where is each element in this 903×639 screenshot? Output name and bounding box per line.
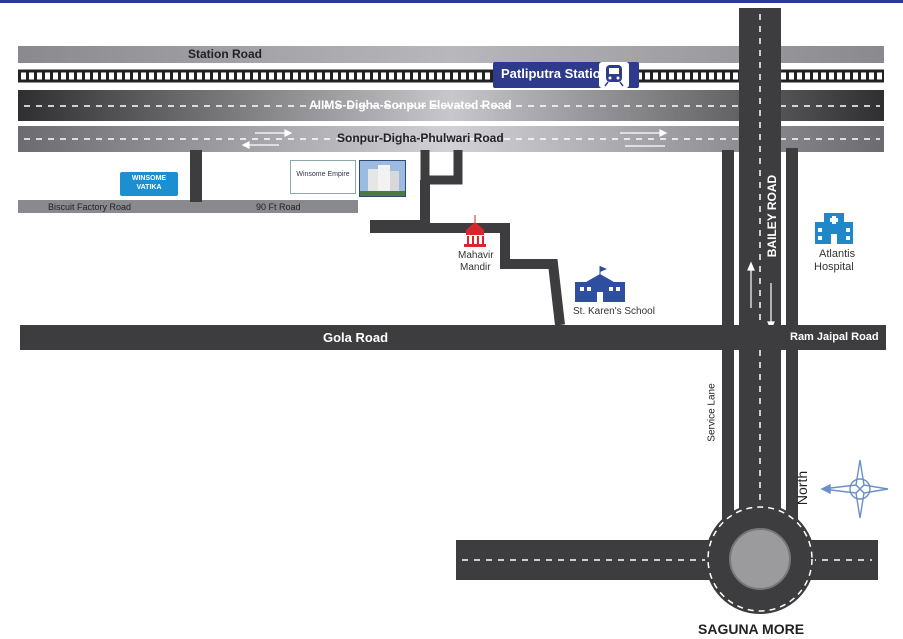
top-border [0, 0, 903, 3]
elevated-road-label: AIIMS-Digha-Sonpur Elevated Road [309, 98, 512, 112]
station-road-label: Station Road [188, 47, 262, 61]
atlantis-hospital-label-2: Hospital [814, 261, 854, 273]
winsome-vatika-line1: WINSOME [131, 175, 167, 182]
gola-road [20, 325, 886, 350]
saguna-more-label: SAGUNA MORE [698, 621, 805, 637]
hospital-icon [815, 213, 853, 244]
patliputra-station-label: Patliputra Station [501, 66, 609, 81]
mandir-lane [370, 180, 565, 326]
vatika-connector [190, 150, 202, 202]
inner-lane [420, 150, 463, 185]
bailey-road-label: BAILEY ROAD [765, 174, 779, 258]
winsome-empire-building-image [359, 160, 406, 197]
school-icon [575, 266, 625, 302]
winsome-empire-label: Winsome Empire [296, 171, 350, 178]
traffic-arrow-icon [241, 129, 668, 149]
temple-icon [464, 215, 486, 247]
st-karens-school-label: St. Karen's School [573, 306, 655, 317]
train-icon [599, 62, 629, 88]
station-road [18, 46, 884, 63]
ninety-ft-road-label: 90 Ft Road [256, 202, 301, 212]
roundabout-island [729, 528, 791, 590]
biscuit-factory-road [18, 200, 358, 213]
winsome-vatika-line2: VATIKA [136, 184, 162, 191]
mahavir-mandir-label-2: Mandir [460, 262, 491, 273]
biscuit-factory-road-label: Biscuit Factory Road [48, 202, 132, 212]
gola-road-label: Gola Road [323, 330, 389, 345]
ram-jaipal-road-label: Ram Jaipal Road [790, 331, 879, 343]
mahavir-mandir-label-1: Mahavir [458, 250, 494, 261]
phulwari-road-label: Sonpur-Digha-Phulwari Road [337, 131, 504, 145]
compass-icon [820, 459, 889, 519]
service-lane-label: Service Lane [706, 383, 718, 442]
winsome-empire-card: Winsome Empire [290, 160, 356, 194]
winsome-vatika-badge: WINSOME VATIKA [120, 172, 178, 196]
north-label: North [794, 470, 811, 506]
atlantis-hospital-label-1: Atlantis [819, 248, 856, 260]
bailey-direction-arrow-icon [747, 261, 775, 331]
